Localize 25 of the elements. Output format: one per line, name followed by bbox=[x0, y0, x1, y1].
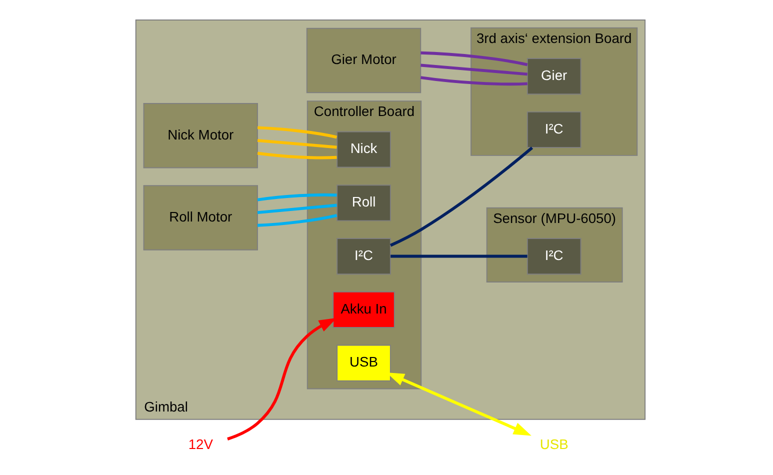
arrow bbox=[227, 318, 337, 440]
node-box: I²C bbox=[336, 238, 391, 275]
connector bbox=[390, 146, 534, 247]
connector bbox=[257, 139, 337, 149]
connector bbox=[390, 254, 528, 258]
connector bbox=[257, 126, 338, 139]
node-box: Nick Motor bbox=[143, 103, 258, 168]
connector bbox=[257, 152, 337, 160]
connector bbox=[257, 204, 337, 214]
node-box: Roll bbox=[336, 184, 391, 222]
connector bbox=[257, 214, 338, 227]
node-box: I²C bbox=[526, 111, 582, 148]
node-box: I²C bbox=[526, 238, 582, 275]
connector bbox=[257, 193, 337, 202]
node-box: USB bbox=[336, 344, 391, 382]
connector bbox=[420, 51, 528, 66]
node-text: 12V bbox=[188, 436, 213, 452]
node-box: Gier bbox=[526, 58, 582, 95]
node-box: Gier Motor bbox=[306, 28, 422, 94]
node-box: Akku In bbox=[332, 291, 395, 328]
node-box: Nick bbox=[336, 131, 391, 168]
connector bbox=[420, 76, 528, 86]
node-box: Roll Motor bbox=[143, 185, 258, 250]
connector bbox=[420, 64, 528, 76]
node-text: USB bbox=[540, 436, 568, 452]
